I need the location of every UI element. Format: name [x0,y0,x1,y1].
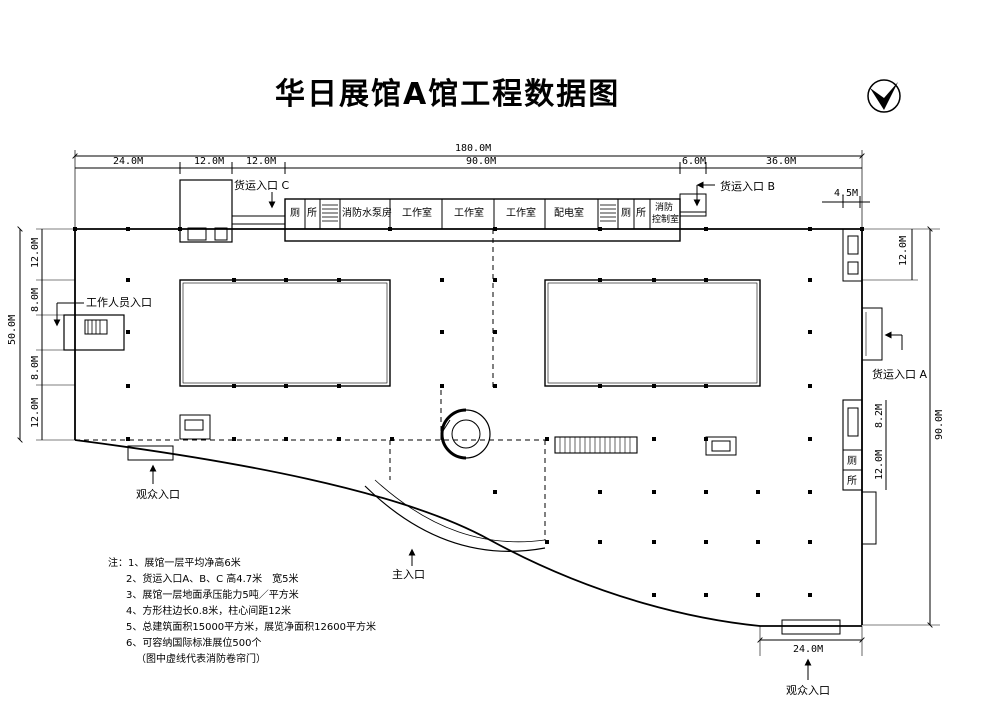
note-line: 注：1、展馆一层平均净高6米 [108,556,241,569]
dim-seg-c1: 12.0M [194,156,224,167]
entrance-cargo-b: 货运入口 B [720,179,775,193]
exhibition-hall-left [179,279,391,387]
dim-seg-mid: 90.0M [466,156,496,167]
north-arrow-icon [867,79,901,113]
note-line: 3、展馆一层地面承压能力5吨／平方米 [126,588,299,601]
entrance-cargo-a: 货运入口 A [872,367,927,381]
exhibition-hall-right [544,279,761,387]
dim-left-3: 8.0M [30,356,41,380]
left-dimensions [17,226,75,443]
dim-seg-gap: 6.0M [682,156,706,167]
room-toilet-3a: 厕 [847,455,857,467]
note-line: （图中虚线代表消防卷帘门） [136,652,266,665]
dim-bottom-entry: 24.0M [793,644,823,655]
room-toilet-2b: 所 [636,207,646,219]
room-fire-control-1: 消防 [655,201,673,213]
dim-total-width: 180.0M [455,143,491,154]
right-dimensions [862,226,940,628]
fire-shutter-lines [75,229,546,540]
entrance-cargo-c: 货运入口 C [234,178,289,192]
escalator [554,436,638,454]
notes: 注：1、展馆一层平均净高6米 2、货运入口A、B、C 高4.7米 宽5米 3、展… [108,556,376,665]
room-work-3: 工作室 [506,206,536,219]
note-line: 6、可容纳国际标准展位500个 [126,636,261,649]
dim-left-1: 12.0M [30,238,41,268]
staff-stair [63,314,125,351]
dim-right-1: 12.0M [898,236,909,266]
dim-right-2: 8.2M [874,404,885,428]
page-title: 华日展馆A馆工程数据图 [275,77,620,112]
column-grid [73,227,864,597]
spiral-stair [440,408,491,460]
room-toilet-1b: 所 [307,207,317,219]
note-line: 5、总建筑面积15000平方米，展览净面积12600平方米 [126,620,376,633]
entrance-audience-left: 观众入口 [136,488,180,501]
room-pump: 消防水泵房 [342,206,392,219]
room-work-1: 工作室 [402,206,432,219]
dim-seg-c2: 12.0M [246,156,276,167]
dim-left-2: 8.0M [30,288,41,312]
dim-left-total: 50.0M [7,315,18,345]
room-fire-control-2: 控制室 [652,213,679,225]
room-toilet-3b: 所 [847,475,857,487]
dim-left-4: 12.0M [30,398,41,428]
dim-right-3: 12.0M [874,450,885,480]
main-entrance-canopy [364,479,546,552]
cargo-c-passage [179,179,285,243]
room-toilet-2a: 厕 [621,207,631,219]
service-block [284,198,681,242]
right-stair-top [842,228,863,282]
right-toilet-block [842,399,863,491]
dim-seg-left: 24.0M [113,156,143,167]
dim-stair-width: 4.5M [834,188,858,199]
room-toilet-1a: 厕 [290,207,300,219]
dim-seg-right: 36.0M [766,156,796,167]
note-line: 4、方形柱边长0.8米，柱心间距12米 [126,604,291,617]
entrance-main: 主入口 [392,568,425,581]
room-power: 配电室 [554,206,584,219]
entrance-audience-bottom: 观众入口 [786,684,830,697]
entrance-staff: 工作人员入口 [86,296,152,309]
note-line: 2、货运入口A、B、C 高4.7米 宽5米 [126,572,299,585]
dim-right-total: 90.0M [934,410,945,440]
room-work-2: 工作室 [454,206,484,219]
top-dimensions [72,150,865,230]
